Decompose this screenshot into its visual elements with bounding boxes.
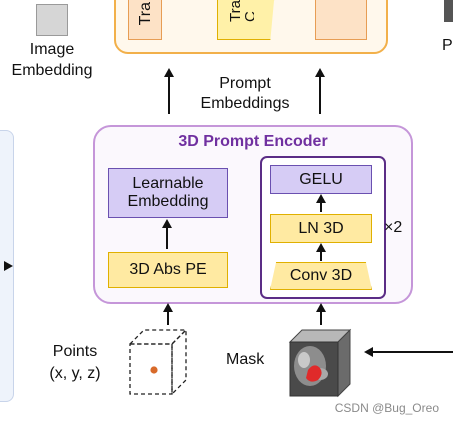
watermark: CSDN @Bug_Oreo bbox=[334, 401, 439, 415]
transformer-block-2-label: Tra C bbox=[228, 0, 254, 22]
arrow-line bbox=[320, 311, 322, 325]
image-embedding-label-2: Embedding bbox=[11, 62, 93, 79]
prompt-embeddings-label-1: Prompt bbox=[219, 75, 271, 92]
gelu-box: GELU bbox=[270, 165, 372, 194]
mask-volume-icon bbox=[288, 328, 352, 398]
arrow-line bbox=[319, 76, 321, 114]
arrow-head bbox=[316, 243, 326, 252]
transformer-block-1 bbox=[128, 0, 162, 40]
mask-label: Mask bbox=[226, 351, 265, 368]
arrow-head bbox=[4, 261, 13, 271]
transformer-block-1-label: Tra bbox=[137, 2, 154, 26]
arrow-head bbox=[162, 219, 172, 228]
conv-3d-box: Conv 3D bbox=[270, 262, 372, 290]
abs-pe-box: 3D Abs PE bbox=[108, 252, 228, 288]
image-embedding-icon bbox=[36, 4, 68, 36]
repeat-label: ×2 bbox=[384, 219, 403, 236]
arrow-head bbox=[364, 347, 373, 357]
arrow-head bbox=[163, 303, 173, 312]
arrow-line bbox=[167, 311, 169, 325]
arrow-line bbox=[320, 251, 322, 261]
top-right-label: P bbox=[442, 37, 453, 54]
points-cube-icon bbox=[128, 328, 188, 396]
arrow-head bbox=[316, 303, 326, 312]
top-right-gray-block bbox=[444, 0, 453, 22]
point-marker bbox=[150, 366, 158, 374]
transformer-block-3 bbox=[315, 0, 367, 40]
arrow-line bbox=[320, 202, 322, 212]
learnable-embedding-box: Learnable Embedding bbox=[108, 168, 228, 218]
learnable-embedding-label-1: Learnable bbox=[132, 175, 204, 192]
arrow-line bbox=[166, 227, 168, 249]
image-embedding-label-1: Image bbox=[29, 41, 75, 58]
arrow-head bbox=[316, 194, 326, 203]
points-label-1: Points bbox=[52, 343, 98, 360]
mask-region bbox=[306, 365, 322, 382]
arrow-line bbox=[372, 351, 453, 353]
points-label-2: (x, y, z) bbox=[49, 365, 101, 382]
arrow-line bbox=[168, 76, 170, 114]
prompt-embeddings-label-2: Embeddings bbox=[200, 95, 290, 112]
arrow-head bbox=[164, 68, 174, 77]
ln-3d-box: LN 3D bbox=[270, 214, 372, 243]
arrow-head bbox=[315, 68, 325, 77]
learnable-embedding-label-2: Embedding bbox=[127, 193, 209, 210]
prompt-encoder-title: 3D Prompt Encoder bbox=[178, 133, 328, 150]
